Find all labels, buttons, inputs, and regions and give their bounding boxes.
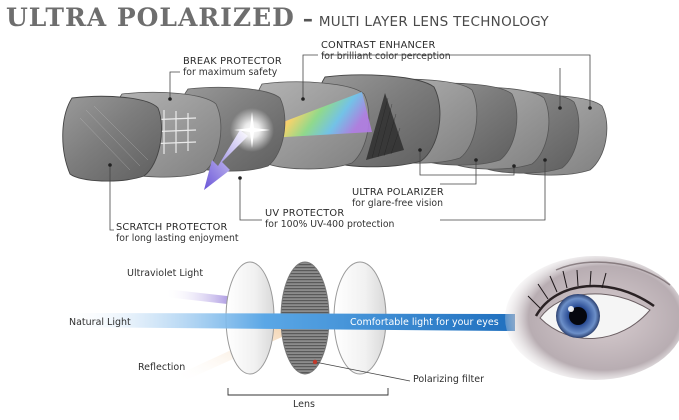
polarizer-lines (371, 97, 401, 159)
lens-layer-stack (62, 74, 608, 190)
label-reflection: Reflection (138, 362, 186, 373)
label-lens: Lens (293, 399, 315, 410)
uv-protector-desc: for 100% UV-400 protection (265, 219, 395, 230)
label-polarizing-filter: Polarizing filter (413, 374, 485, 385)
label-break-protector: BREAK PROTECTOR for maximum safety (183, 56, 282, 78)
lens-layer-scratch (62, 95, 162, 182)
title-main: ULTRA POLARIZED (6, 3, 295, 32)
callout-dots (108, 97, 592, 180)
rainbow-spectrum (262, 92, 372, 138)
uv-deflect-arrow (204, 130, 248, 190)
ultra-polarizer-title: ULTRA POLARIZER (352, 187, 444, 198)
label-ultraviolet-light: Ultraviolet Light (127, 268, 204, 279)
label-scratch-protector: SCRATCH PROTECTOR for long lasting enjoy… (116, 222, 239, 244)
natural-light-beam (60, 313, 515, 331)
break-protector-desc: for maximum safety (183, 67, 278, 78)
ultra-polarizer-desc: for glare-free vision (352, 198, 443, 209)
scratch-protector-title: SCRATCH PROTECTOR (116, 222, 228, 233)
label-ultra-polarizer: ULTRA POLARIZER for glare-free vision (352, 187, 444, 209)
uv-light-beam (165, 289, 236, 305)
scratch-lines (79, 105, 149, 171)
scratch-protector-desc: for long lasting enjoyment (116, 233, 239, 244)
eye-illustration (505, 256, 679, 380)
label-contrast-enhancer: CONTRAST ENHANCER for brilliant color pe… (321, 40, 451, 62)
title-subtitle: MULTI LAYER LENS TECHNOLOGY (318, 14, 549, 30)
infographic-title: ULTRA POLARIZED – MULTI LAYER LENS TECHN… (6, 3, 549, 37)
label-comfortable-light: Comfortable light for your eyes (350, 317, 499, 328)
break-protector-title: BREAK PROTECTOR (183, 56, 282, 67)
callout-lines (109, 54, 591, 231)
polarizing-filter-marker (312, 359, 318, 365)
contrast-enhancer-desc: for brilliant color perception (321, 51, 451, 62)
label-natural-light: Natural Light (69, 317, 131, 328)
lens-bracket (227, 388, 389, 396)
uv-protector-title: UV PROTECTOR (265, 208, 345, 219)
polarizing-filter-leader (314, 361, 411, 382)
label-uv-protector: UV PROTECTOR for 100% UV-400 protection (265, 208, 394, 230)
title-dash: – (302, 7, 313, 31)
light-flare-cross (234, 112, 270, 148)
contrast-enhancer-title: CONTRAST ENHANCER (321, 40, 436, 51)
